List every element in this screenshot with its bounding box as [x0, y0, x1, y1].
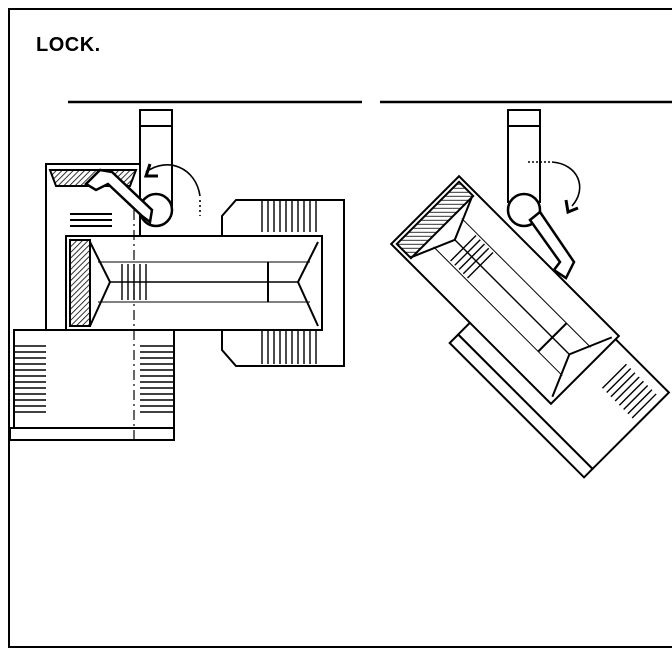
stem-right: [507, 109, 541, 203]
lamp-head-tilted-right: [389, 174, 621, 406]
track-light-left: [9, 109, 345, 441]
lamp-head-horizontal-left: [65, 235, 323, 331]
lock-lever-right: [528, 210, 576, 280]
heat-sink-bottom-left: [9, 329, 175, 441]
lock-diagram: [9, 100, 672, 479]
track-light-right: [389, 109, 671, 479]
page-title: LOCK.: [36, 34, 101, 56]
stem-left: [139, 109, 173, 206]
lock-lever-left: [83, 168, 154, 225]
